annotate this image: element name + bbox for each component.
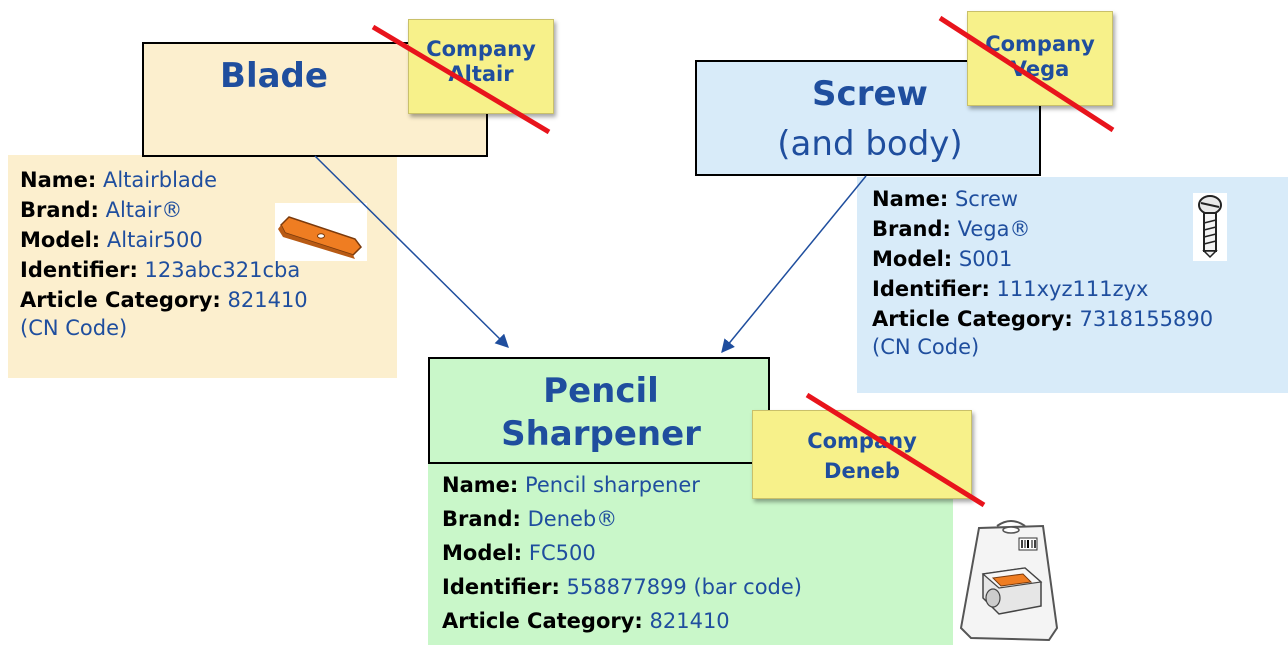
- blade-icon: [275, 203, 367, 261]
- screw-cn-code: (CN Code): [872, 335, 980, 359]
- blade-row-name: Name: Altairblade: [20, 168, 218, 192]
- screw-row-name: Name: Screw: [872, 187, 1019, 211]
- screw-row-identifier: Identifier: 111xyz111zyx: [872, 277, 1149, 301]
- blade-row-identifier: Identifier: 123abc321cba: [20, 258, 301, 282]
- blade-cn-code: (CN Code): [20, 316, 128, 340]
- sharpener-row-category: Article Category: 821410: [442, 609, 730, 633]
- screw-row-model: Model: S001: [872, 247, 1013, 271]
- screw-icon: [1193, 193, 1227, 261]
- sharpener-row-brand: Brand: Deneb®: [442, 507, 618, 531]
- blade-company-note: Company Altair: [408, 19, 554, 114]
- blade-row-model: Model: Altair500: [20, 228, 203, 252]
- blade-company-label: Company: [426, 37, 536, 61]
- blade-company-name: Altair: [448, 62, 514, 86]
- sharpener-rows: Name: Pencil sharpener Brand: Deneb® Mod…: [442, 468, 802, 638]
- screw-company-note: Company Vega: [967, 11, 1113, 106]
- screw-row-category: Article Category: 7318155890: [872, 307, 1214, 331]
- sharpener-company-note: Company Deneb: [752, 410, 972, 499]
- blade-title: Blade: [220, 56, 328, 96]
- screw-rows: Name: Screw Brand: Vega® Model: S001 Ide…: [872, 184, 1213, 360]
- sharpener-title-line2: Sharpener: [501, 414, 701, 454]
- screw-company-label: Company: [985, 32, 1095, 56]
- blade-rows: Name: Altairblade Brand: Altair® Model: …: [20, 165, 308, 341]
- sharpener-row-model: Model: FC500: [442, 541, 596, 565]
- blade-row-brand: Brand: Altair®: [20, 198, 183, 222]
- sharpener-row-identifier: Identifier: 558877899 (bar code): [442, 575, 802, 599]
- screw-subtitle: (and body): [777, 124, 963, 164]
- sharpener-title-line1: Pencil: [543, 371, 659, 411]
- sharpener-row-name: Name: Pencil sharpener: [442, 473, 700, 497]
- screw-title: Screw: [812, 74, 928, 114]
- packaged-sharpener-icon: [959, 520, 1059, 642]
- screw-to-sharpener-arrow: [721, 175, 867, 354]
- blade-row-category: Article Category: 821410: [20, 288, 308, 312]
- sharpener-company-label: Company: [807, 429, 917, 453]
- sharpener-company-name: Deneb: [824, 459, 900, 483]
- screw-row-brand: Brand: Vega®: [872, 217, 1031, 241]
- screw-company-name: Vega: [1010, 57, 1070, 81]
- sharpener-title-box: Pencil Sharpener: [428, 357, 770, 464]
